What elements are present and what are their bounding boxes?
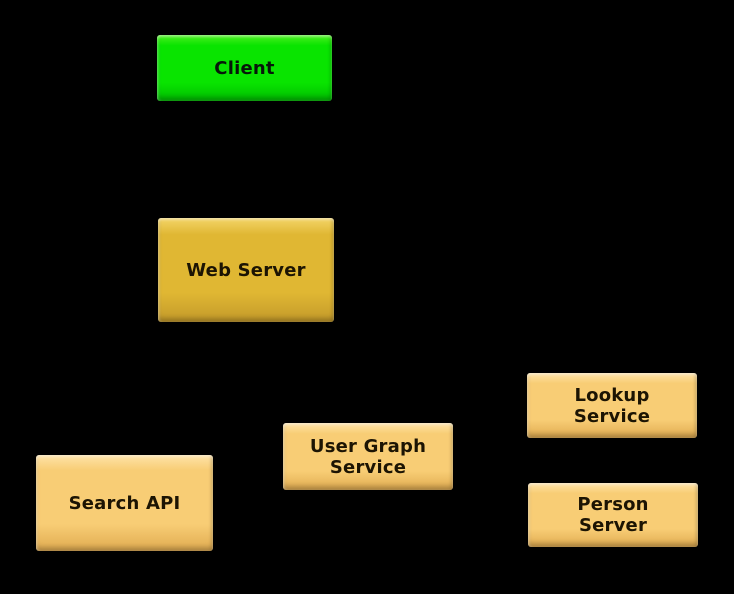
- node-person-server-label: Person Server: [577, 494, 649, 536]
- node-user-graph-service-label: User Graph Service: [309, 435, 427, 478]
- node-web-server: Web Server: [158, 218, 334, 322]
- node-user-graph-service: User Graph Service: [283, 423, 453, 490]
- node-search-api: Search API: [36, 455, 213, 551]
- node-person-server: Person Server: [528, 483, 698, 547]
- node-lookup-service: Lookup Service: [527, 373, 697, 438]
- node-client-label: Client: [214, 57, 275, 79]
- node-lookup-service-label: Lookup Service: [573, 384, 651, 427]
- node-search-api-label: Search API: [68, 492, 181, 514]
- node-web-server-label: Web Server: [186, 259, 306, 281]
- node-client: Client: [157, 35, 332, 101]
